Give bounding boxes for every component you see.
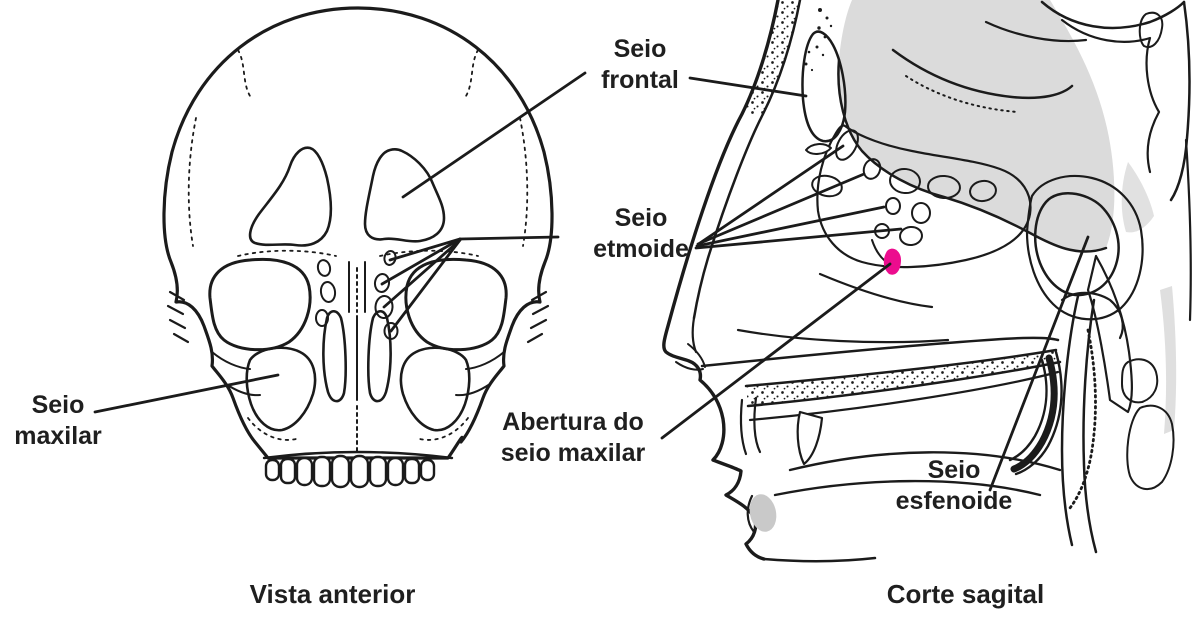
maxillary-sinus-right	[399, 346, 471, 432]
leader-frontal-left	[401, 71, 587, 199]
jaw-line	[762, 556, 877, 563]
temporal-hatching	[166, 290, 550, 344]
nasal-aperture-left	[322, 309, 347, 403]
chin-shading	[749, 494, 777, 532]
label-text: esfenoide	[895, 487, 1013, 515]
clivus-stipple	[1086, 254, 1133, 414]
incisor-outline	[739, 396, 824, 466]
label-text: maxilar	[14, 422, 102, 450]
label-abertura-seio-maxilar: Abertura do seio maxilar	[484, 407, 662, 469]
brain-sulcus-upper	[984, 20, 1088, 43]
sphenoid-bone-region	[1025, 174, 1144, 321]
sagittal-view	[662, 0, 1192, 563]
tongue-outline	[773, 451, 1062, 497]
label-text: Seio	[927, 456, 981, 484]
ethmoid-sinuses-sagittal	[811, 129, 997, 247]
caption-corte-sagital: Corte sagital	[886, 579, 1045, 609]
brain-region	[838, 0, 1115, 252]
palate-stipple	[746, 350, 1060, 406]
label-text: Seio	[31, 391, 85, 419]
mastoid-stipple	[1138, 11, 1164, 48]
leader-etmoide-sagittal-4	[694, 227, 903, 250]
nasal-bone-inner-line	[692, 0, 802, 320]
vertebra-1	[1121, 358, 1159, 404]
neck-gray-sliver	[1160, 286, 1177, 434]
orbit-left	[208, 257, 312, 352]
label-seio-frontal: Seio frontal	[575, 34, 705, 96]
leader-etmoide-sagittal-1	[698, 144, 845, 245]
teeth-row	[262, 450, 454, 489]
label-seio-maxilar: Seio maxilar	[0, 390, 116, 452]
palate-lines	[744, 348, 1062, 422]
frontal-sinus-right	[363, 148, 446, 243]
label-text: Abertura do	[502, 408, 644, 436]
crista-galli	[805, 143, 832, 155]
frontal-sinus-sagittal	[801, 30, 847, 143]
label-text: etmoide	[593, 235, 689, 263]
leader-etmoide-skull-3	[382, 238, 462, 309]
leader-etmoide-sagittal-3	[695, 205, 886, 248]
leader-lines	[93, 71, 1090, 492]
orbit-right	[404, 257, 508, 352]
chin-inner-line	[746, 494, 756, 534]
label-text: frontal	[601, 66, 679, 94]
leader-etmoide-skull-2	[380, 237, 462, 286]
posterior-gray-patch	[1121, 162, 1154, 233]
frontal-sinus-left	[248, 146, 333, 247]
label-text: seio maxilar	[500, 439, 646, 467]
soft-palate-outline	[1008, 350, 1063, 476]
label-text: Seio	[614, 204, 668, 232]
brain-sulcus-stippled	[905, 75, 1019, 113]
sphenoid-sinus	[1034, 192, 1120, 297]
leader-etmoide-sagittal-2	[696, 172, 866, 246]
ethmoid-bone-region	[816, 124, 1032, 269]
leader-abertura	[660, 262, 892, 440]
skull-front-view	[162, 6, 554, 489]
pharynx-lines	[1060, 138, 1192, 554]
nasal-bridge-lines	[348, 261, 366, 313]
suture-texture	[187, 49, 529, 441]
leader-frontal-right	[688, 76, 808, 98]
ethmoid-sinuses-front	[315, 250, 399, 340]
leader-etmoide-skull-4	[389, 238, 462, 333]
leader-esfenoide	[988, 235, 1090, 492]
leader-etmoide-connector	[458, 235, 560, 241]
leader-etmoide-skull-1	[388, 237, 462, 262]
vertebra-2	[1126, 404, 1175, 491]
leader-maxilar	[93, 373, 280, 414]
label-text: Seio	[613, 35, 667, 63]
maxillary-opening	[883, 248, 901, 275]
occipital-outline	[1040, 0, 1191, 202]
brain-sulcus	[891, 48, 1074, 100]
soft-palate-shading	[1010, 354, 1058, 473]
caption-vista-anterior: Vista anterior	[249, 579, 416, 609]
label-seio-etmoide: Seio etmoide	[571, 203, 711, 265]
turbinates	[700, 239, 1060, 368]
label-seio-esfenoide: Seio esfenoide	[878, 455, 1030, 517]
premaxilla-line	[691, 316, 698, 354]
maxillary-sinus-left	[245, 346, 317, 432]
nasal-bone-stipple	[742, 0, 800, 114]
